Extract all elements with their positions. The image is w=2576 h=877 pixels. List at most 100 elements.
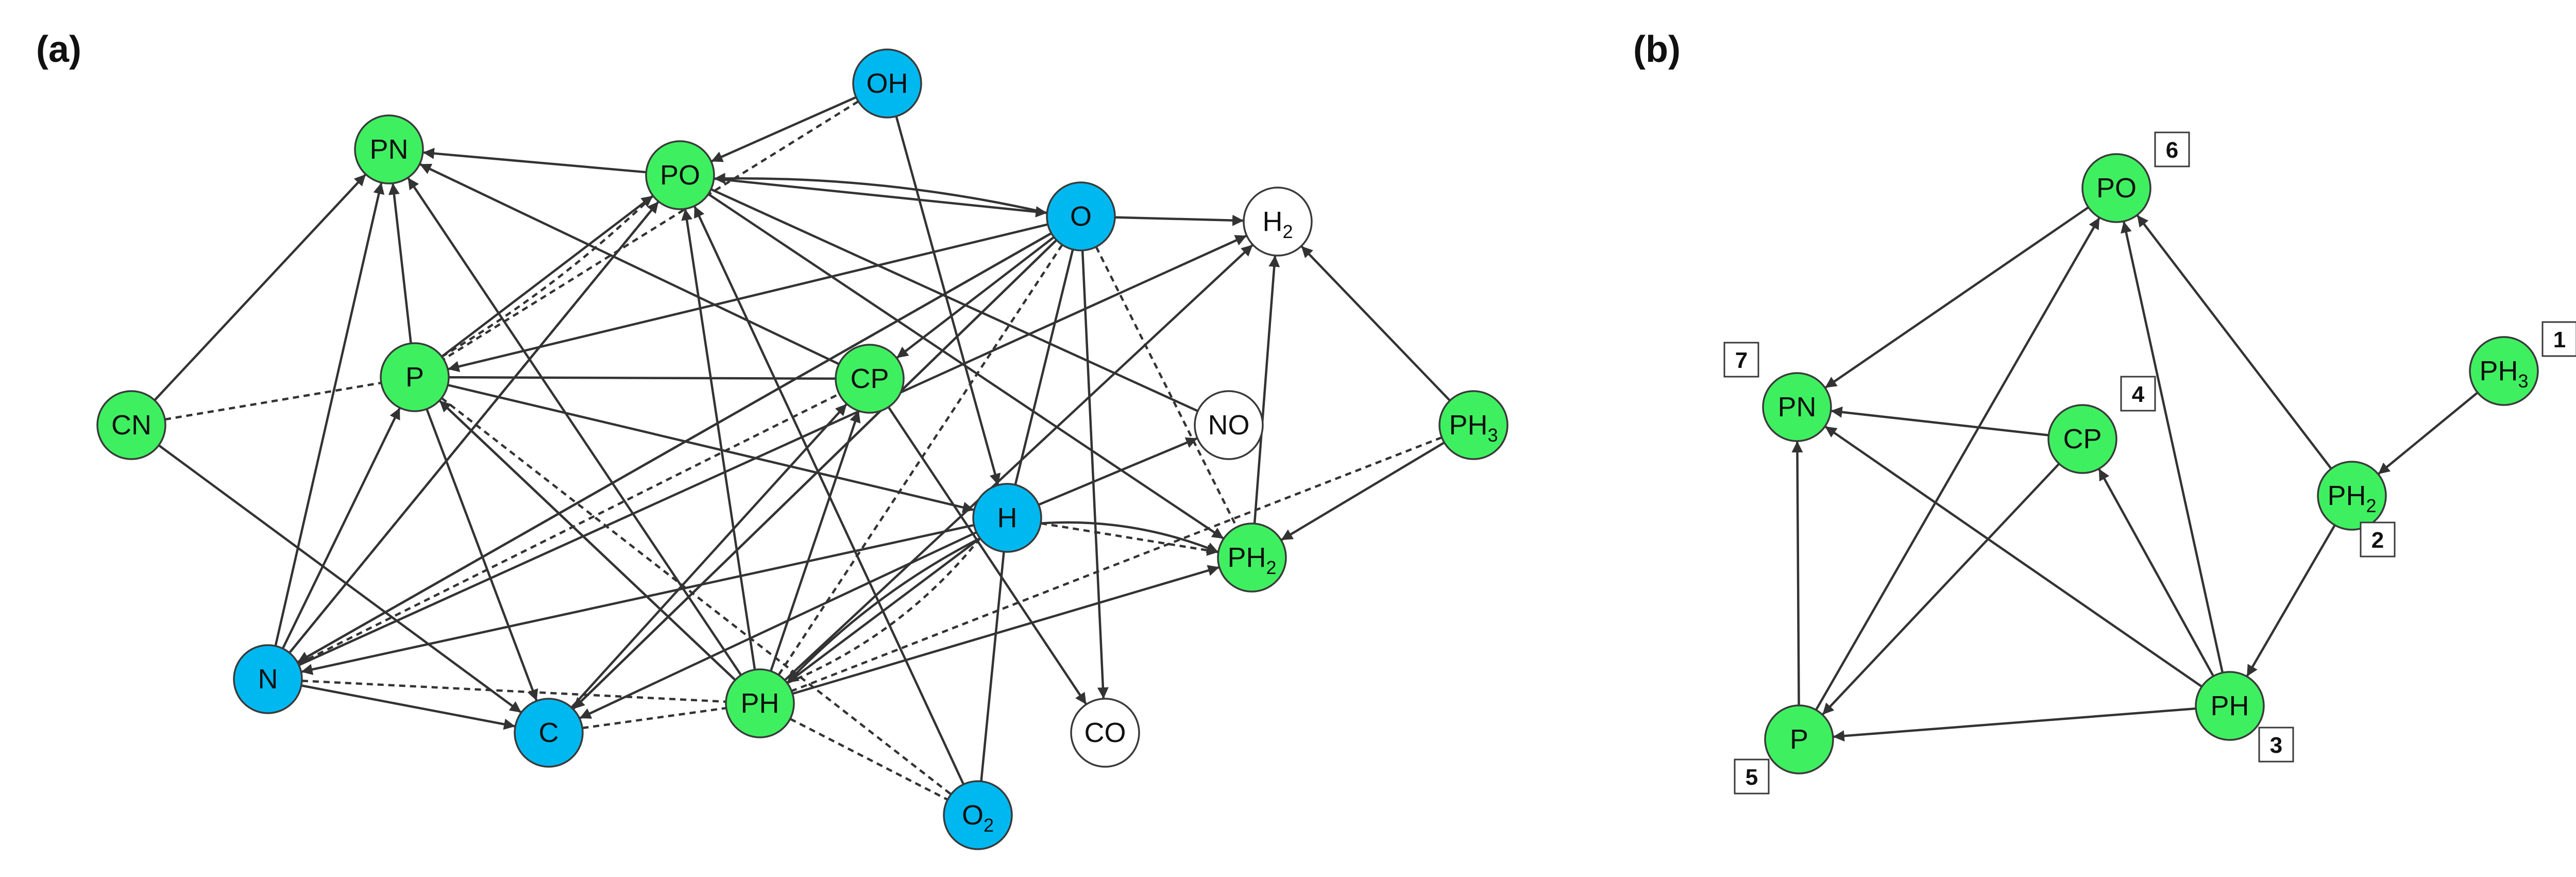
- edge-H-to-PH: [786, 537, 981, 684]
- node-H2-label-subscript: 2: [1282, 221, 1293, 242]
- node-O-label: O: [1070, 201, 1092, 232]
- badge-P-box: [1734, 758, 1770, 795]
- node-P-circle: [1764, 704, 1834, 774]
- edge-O-to-H2: [1114, 214, 1244, 226]
- edge-PH3-to-PH2: [2377, 392, 2479, 475]
- badge-PH2: 2: [2360, 521, 2396, 558]
- node-CP-label-text: CP: [2063, 424, 2102, 454]
- node-NO-circle: [1194, 390, 1264, 460]
- edge-OH-to-H: [895, 116, 1001, 485]
- node-PH-label: PH: [740, 688, 779, 719]
- edge-OH-to-P: [443, 100, 859, 361]
- node-PH-label: PH: [2210, 690, 2249, 721]
- node-H-label: H: [997, 502, 1018, 533]
- node-PH-circle: [725, 668, 795, 738]
- badge-PH2-number: 2: [2371, 528, 2384, 553]
- edge-PO-to-O: [714, 177, 1047, 217]
- node-PO-label-text: PO: [660, 160, 700, 191]
- edge-N-to-CP: [298, 393, 840, 665]
- node-CO-circle: [1070, 698, 1140, 768]
- node-PH3-label-text: PH: [2479, 356, 2518, 386]
- edge-O-to-H: [1014, 249, 1074, 485]
- node-CP: CP 4: [2047, 376, 2156, 474]
- node-PH2-label-text: PH: [2327, 480, 2366, 511]
- edge-PH3-to-PH: [791, 436, 1443, 693]
- node-H2: H2: [1243, 187, 1313, 257]
- node-P-label-text: P: [405, 362, 424, 393]
- node-PH3-label: PH3: [1449, 410, 1498, 446]
- edge-PH-to-PH2: [792, 565, 1220, 695]
- node-PH2-label-subscript: 2: [1266, 557, 1276, 578]
- edge-N-to-O: [297, 232, 1052, 664]
- badge-P-number: 5: [1745, 765, 1758, 790]
- edge-CP-to-CO: [887, 406, 1088, 705]
- edge-PH2-to-PH: [2246, 524, 2336, 678]
- node-PH3-circle: [1438, 390, 1509, 460]
- edge-PH-to-PO: [2121, 221, 2224, 673]
- edge-CN-to-PN: [154, 173, 367, 401]
- badge-CP-number: 4: [2132, 382, 2145, 407]
- node-OH-label-text: OH: [867, 68, 908, 99]
- badge-PN: 7: [1723, 342, 1759, 378]
- edge-PH-to-PN: [1824, 425, 2202, 688]
- edge-N-to-C: [301, 684, 516, 730]
- panel-b-edges: [1791, 206, 2479, 742]
- edge-P-to-PO: [441, 195, 654, 358]
- node-H-label-text: H: [997, 502, 1018, 533]
- node-N-label-text: N: [258, 664, 278, 695]
- node-PN-label-text: PN: [369, 134, 408, 165]
- node-CO: CO: [1070, 698, 1140, 768]
- node-PN-label: PN: [369, 134, 408, 165]
- node-PH3-circle: [2469, 336, 2539, 406]
- edge-O-to-PH: [777, 244, 1063, 676]
- node-PH: PH: [725, 668, 795, 738]
- node-P-circle: [380, 342, 450, 412]
- edge-O2-to-PO: [693, 205, 965, 785]
- edge-P-to-PO: [1815, 217, 2101, 711]
- node-CO-label-text: CO: [1084, 717, 1126, 748]
- node-PH3-label-subscript: 3: [2518, 370, 2528, 392]
- node-PH2-circle: [2317, 461, 2387, 531]
- edge-O-to-PO: [714, 173, 1047, 214]
- edge-H-to-PH: [786, 537, 981, 684]
- edge-PH-to-CP: [770, 410, 861, 672]
- edge-PH-to-P: [438, 399, 736, 681]
- node-PO: PO6: [2081, 131, 2190, 223]
- node-CP-circle: [2047, 404, 2117, 474]
- node-PN-circle: [1762, 372, 1832, 442]
- node-CN-label-text: CN: [111, 410, 151, 441]
- node-PN-label-text: PN: [1777, 392, 1816, 423]
- edge-P-to-PN: [1791, 441, 1803, 706]
- edge-O-to-P: [447, 223, 1048, 373]
- edge-PH-to-PO: [681, 208, 756, 670]
- node-CO-label: CO: [1084, 717, 1126, 748]
- edge-P-to-PO: [441, 195, 654, 358]
- node-CN-label: CN: [111, 410, 151, 441]
- node-O2: O2: [943, 780, 1013, 850]
- edge-P-to-C: [426, 408, 538, 702]
- badge-PH3: 1: [2541, 321, 2576, 357]
- node-P-label: P: [1790, 724, 1808, 755]
- edge-C-to-O: [572, 239, 1058, 710]
- edge-PH-to-P: [1833, 707, 2196, 742]
- panel-a-edges: [154, 96, 1451, 801]
- node-N-circle: [233, 644, 303, 714]
- edge-H-to-O2: [980, 551, 1005, 782]
- edge-PH3-to-PH2: [1280, 441, 1445, 542]
- node-PH3-label-text: PH: [1449, 410, 1487, 441]
- node-H2-circle: [1243, 187, 1313, 257]
- node-PO-circle: [645, 140, 715, 210]
- node-PH2-label-subscript: 2: [2366, 495, 2376, 516]
- edge-P-to-PN: [388, 183, 412, 344]
- node-CP-label-text: CP: [850, 363, 889, 394]
- node-OH-circle: [852, 48, 922, 119]
- edge-CP-to-PN: [1831, 406, 2049, 436]
- edge-PH-to-CP: [2097, 468, 2215, 677]
- badge-PO-number: 6: [2166, 138, 2178, 163]
- edge-N-to-P: [281, 407, 401, 649]
- node-P: P: [380, 342, 450, 412]
